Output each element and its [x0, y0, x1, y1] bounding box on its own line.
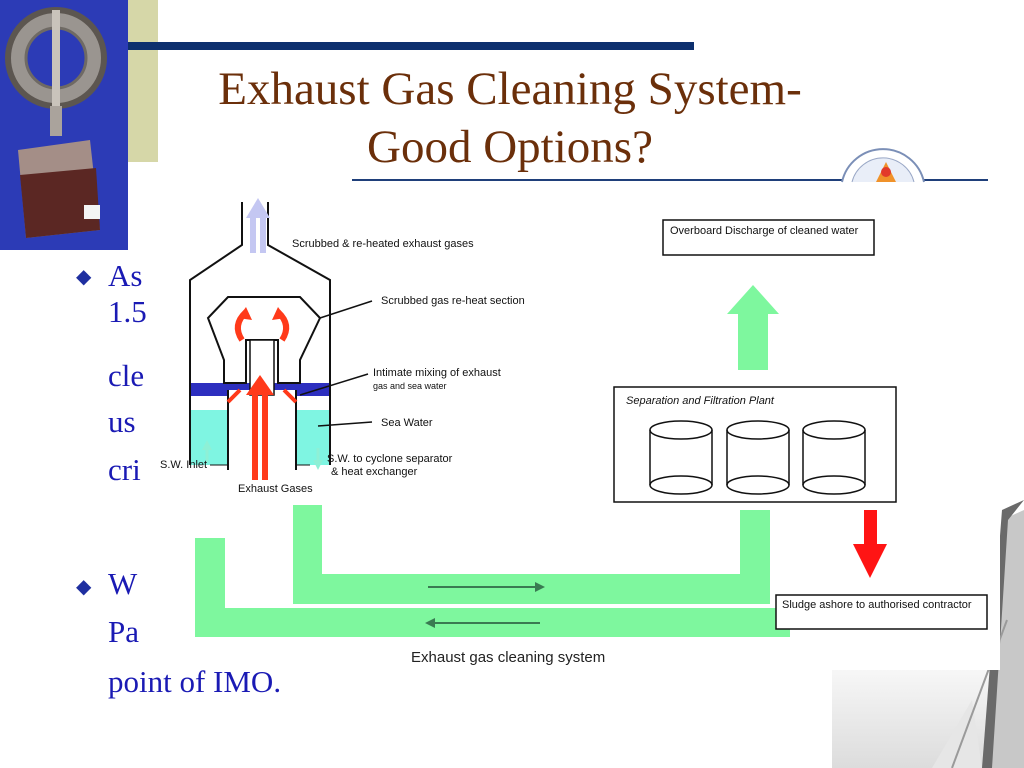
bullet-diamond-icon: ◆ [76, 574, 91, 599]
label-sw-inlet: S.W. Inlet [160, 459, 207, 471]
bullet-2-line-1: W [108, 566, 137, 602]
label-sea-water: Sea Water [381, 417, 433, 429]
bullet-1-line-4: us [108, 404, 136, 440]
bullet-1-line-3: cle [108, 358, 144, 394]
slide-title: Exhaust Gas Cleaning System- Good Option… [140, 60, 880, 176]
bullet-1-line-1: As [108, 258, 142, 294]
bullet-1-line-5: cri [108, 452, 141, 488]
label-separation-plant: Separation and Filtration Plant [626, 395, 774, 407]
label-exhaust-gases: Exhaust Gases [238, 483, 313, 495]
label-mixing: Intimate mixing of exhaust [373, 367, 501, 379]
label-sw-outlet-2: & heat exchanger [331, 466, 417, 478]
label-mixing-2: gas and sea water [373, 381, 447, 391]
bullet-1-line-2: 1.5 [108, 294, 147, 330]
label-reheat-section: Scrubbed gas re-heat section [381, 295, 525, 307]
institute-emblem [838, 140, 928, 185]
bullet-2-line-2: Pa [108, 614, 139, 650]
label-sw-outlet: S.W. to cyclone separator [327, 453, 452, 465]
title-accent-bar [128, 42, 694, 50]
bullet-diamond-icon: ◆ [76, 264, 91, 289]
flange-sample-photo [0, 0, 160, 250]
label-overboard: Overboard Discharge of cleaned water [670, 225, 870, 238]
title-line-1: Exhaust Gas Cleaning System- [140, 60, 880, 118]
label-scrubbed-gases: Scrubbed & re-heated exhaust gases [292, 238, 474, 250]
title-line-2: Good Options? [140, 118, 880, 176]
diagram-caption: Exhaust gas cleaning system [411, 649, 605, 666]
label-sludge: Sludge ashore to authorised contractor [782, 599, 982, 612]
